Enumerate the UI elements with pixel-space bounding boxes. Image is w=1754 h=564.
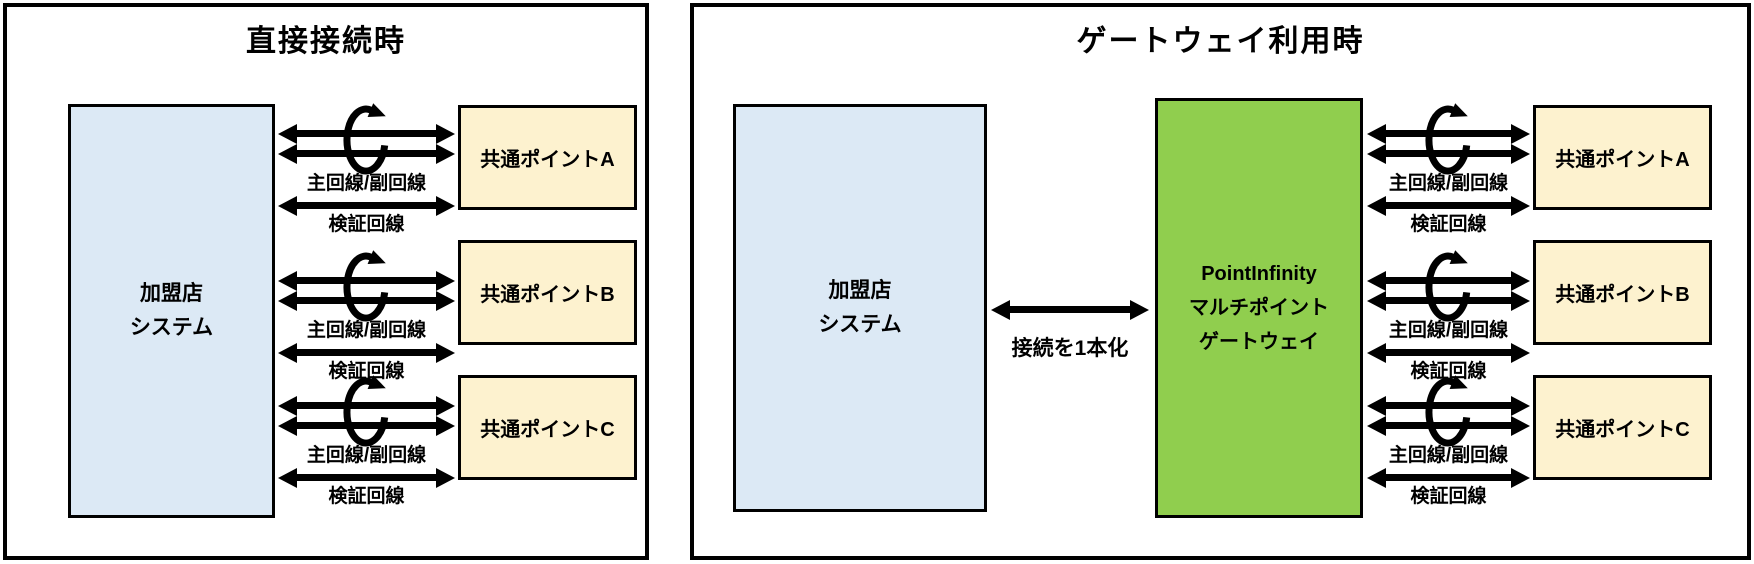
gateway-line2: マルチポイント bbox=[1189, 297, 1329, 319]
double-headed-arrow bbox=[1385, 202, 1512, 209]
common-point-c-box-right: 共通ポイントC bbox=[1533, 375, 1712, 480]
primary-line-label: 主回線/副回線 bbox=[1388, 173, 1509, 194]
double-headed-arrow bbox=[296, 277, 437, 284]
consolidation-label: 接続を1本化 bbox=[1011, 337, 1129, 360]
verify-line-label: 検証回線 bbox=[328, 361, 405, 382]
double-headed-arrow bbox=[296, 402, 437, 409]
connection-row-b-left: 主回線/副回線 検証回線 bbox=[277, 250, 456, 387]
double-headed-arrow bbox=[296, 202, 437, 209]
double-headed-arrow bbox=[296, 297, 437, 304]
pointinfinity-gateway-box: PointInfinity マルチポイント ゲートウェイ bbox=[1155, 98, 1363, 518]
verify-line-label: 検証回線 bbox=[328, 486, 405, 507]
consolidation-arrow bbox=[1009, 306, 1131, 313]
common-point-c-box-left: 共通ポイントC bbox=[458, 375, 637, 480]
double-headed-arrow bbox=[296, 130, 437, 137]
double-headed-arrow bbox=[296, 150, 437, 157]
gateway-line3: ゲートウェイ bbox=[1199, 331, 1319, 353]
common-point-a-box-left: 共通ポイントA bbox=[458, 105, 637, 210]
merchant-system-line1: 加盟店 bbox=[828, 279, 892, 302]
merchant-system-line2: システム bbox=[129, 316, 214, 339]
connection-row-b-right: 主回線/副回線 検証回線 bbox=[1366, 250, 1531, 387]
loop-arrow-icon bbox=[343, 103, 389, 175]
common-point-b-box-right: 共通ポイントB bbox=[1533, 240, 1712, 345]
common-point-a-box-right: 共通ポイントA bbox=[1533, 105, 1712, 210]
gateway-usage-title: ゲートウェイ利用時 bbox=[1076, 25, 1365, 58]
double-headed-arrow bbox=[1385, 474, 1512, 481]
gateway-line1: PointInfinity bbox=[1201, 263, 1317, 285]
connection-row-a-right: 主回線/副回線 検証回線 bbox=[1366, 103, 1531, 240]
double-headed-arrow bbox=[1385, 130, 1512, 137]
common-point-a-label: 共通ポイントA bbox=[480, 149, 615, 171]
primary-line-label: 主回線/副回線 bbox=[306, 445, 427, 466]
double-headed-arrow bbox=[296, 349, 437, 356]
loop-arrow-icon bbox=[343, 375, 389, 447]
double-headed-arrow bbox=[1385, 297, 1512, 304]
merchant-system-line1: 加盟店 bbox=[140, 282, 203, 305]
double-headed-arrow bbox=[1385, 422, 1512, 429]
connection-row-a-left: 主回線/副回線 検証回線 bbox=[277, 103, 456, 240]
common-point-c-label: 共通ポイントC bbox=[1555, 419, 1690, 441]
merchant-system-line2: システム bbox=[818, 313, 902, 336]
double-headed-arrow bbox=[1385, 402, 1512, 409]
double-headed-arrow bbox=[1385, 150, 1512, 157]
primary-line-label: 主回線/副回線 bbox=[1388, 320, 1509, 341]
common-point-a-label: 共通ポイントA bbox=[1555, 149, 1690, 171]
loop-arrow-icon bbox=[1425, 103, 1471, 175]
loop-arrow-icon bbox=[1425, 250, 1471, 322]
verify-line-label: 検証回線 bbox=[1410, 486, 1487, 507]
double-headed-arrow bbox=[296, 422, 437, 429]
verify-line-label: 検証回線 bbox=[328, 214, 405, 235]
direct-connection-title: 直接接続時 bbox=[246, 25, 406, 58]
loop-arrow-icon bbox=[1425, 375, 1471, 447]
double-headed-arrow bbox=[296, 474, 437, 481]
merchant-system-box-left: 加盟店 システム bbox=[68, 104, 275, 518]
verify-line-label: 検証回線 bbox=[1410, 361, 1487, 382]
common-point-c-label: 共通ポイントC bbox=[480, 419, 615, 441]
double-headed-arrow bbox=[1385, 349, 1512, 356]
primary-line-label: 主回線/副回線 bbox=[1388, 445, 1509, 466]
primary-line-label: 主回線/副回線 bbox=[306, 320, 427, 341]
connection-row-c-right: 主回線/副回線 検証回線 bbox=[1366, 375, 1531, 512]
loop-arrow-icon bbox=[343, 250, 389, 322]
double-headed-arrow bbox=[1385, 277, 1512, 284]
common-point-b-label: 共通ポイントB bbox=[480, 284, 615, 306]
merchant-system-box-right: 加盟店 システム bbox=[733, 104, 987, 512]
common-point-b-box-left: 共通ポイントB bbox=[458, 240, 637, 345]
primary-line-label: 主回線/副回線 bbox=[306, 173, 427, 194]
connection-row-c-left: 主回線/副回線 検証回線 bbox=[277, 375, 456, 512]
common-point-b-label: 共通ポイントB bbox=[1555, 284, 1690, 306]
verify-line-label: 検証回線 bbox=[1410, 214, 1487, 235]
